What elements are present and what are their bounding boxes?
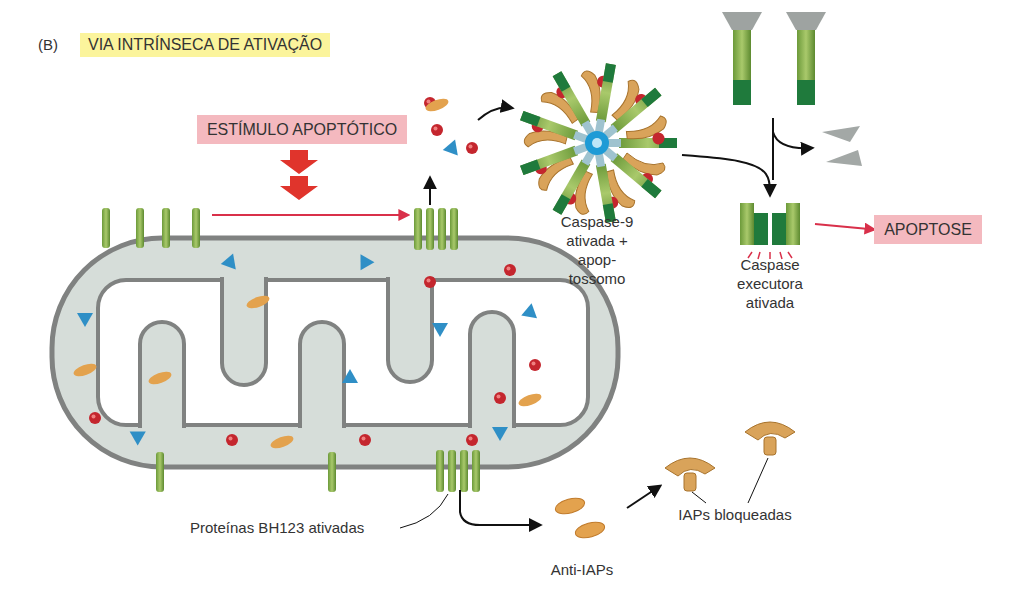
label: Proteínas BH123 ativadas	[190, 519, 364, 536]
mitochondrion-outer	[52, 238, 618, 467]
connector-arrow	[815, 224, 874, 230]
node-text: Anti-IAPs	[539, 560, 625, 579]
anti-iap-node: Anti-IAPs	[537, 490, 627, 579]
connector-arrow	[627, 486, 660, 508]
title: VIA INTRÍNSECA DE ATIVAÇÃO	[80, 33, 330, 57]
stimulus-line	[212, 214, 408, 216]
bh123-channels	[102, 208, 480, 492]
cristae	[140, 277, 514, 428]
prodomain-fragments	[822, 126, 862, 166]
node-text: ESTÍMULO APOPTÓTICO	[207, 120, 397, 139]
caspase-node: Caspase executora ativada	[725, 195, 815, 312]
panel-letter: (B)	[38, 36, 58, 53]
node-text: IAPs bloqueadas	[665, 505, 805, 524]
anti-iap-molecules	[554, 495, 607, 540]
release-arrow	[429, 178, 431, 205]
connector-arrow	[682, 155, 770, 195]
stimulus-box: ESTÍMULO APOPTÓTICO	[197, 115, 407, 144]
cleavage-line	[772, 118, 774, 180]
molecules	[72, 96, 543, 451]
procaspases	[722, 12, 826, 105]
stimulus-arrow	[280, 150, 318, 200]
release-arrow	[478, 108, 512, 121]
iap-node: IAPs bloqueadas	[660, 420, 810, 524]
apoptosome-node: Caspase-9 ativada + apop- tossomo	[512, 62, 682, 288]
outcome-box: APOPTOSE	[874, 215, 982, 244]
iap-molecules	[665, 422, 795, 491]
leader-line	[692, 458, 768, 503]
executioner-caspase	[740, 203, 800, 259]
leader-line	[400, 494, 448, 528]
node-text: Caspase-9 ativada + apop- tossomo	[550, 212, 645, 288]
cleavage-arrow	[773, 132, 812, 148]
release-arrow	[460, 490, 540, 525]
node-text: Caspase executora ativada	[730, 255, 810, 312]
node-text: APOPTOSE	[884, 220, 972, 239]
apoptosome	[507, 53, 685, 229]
